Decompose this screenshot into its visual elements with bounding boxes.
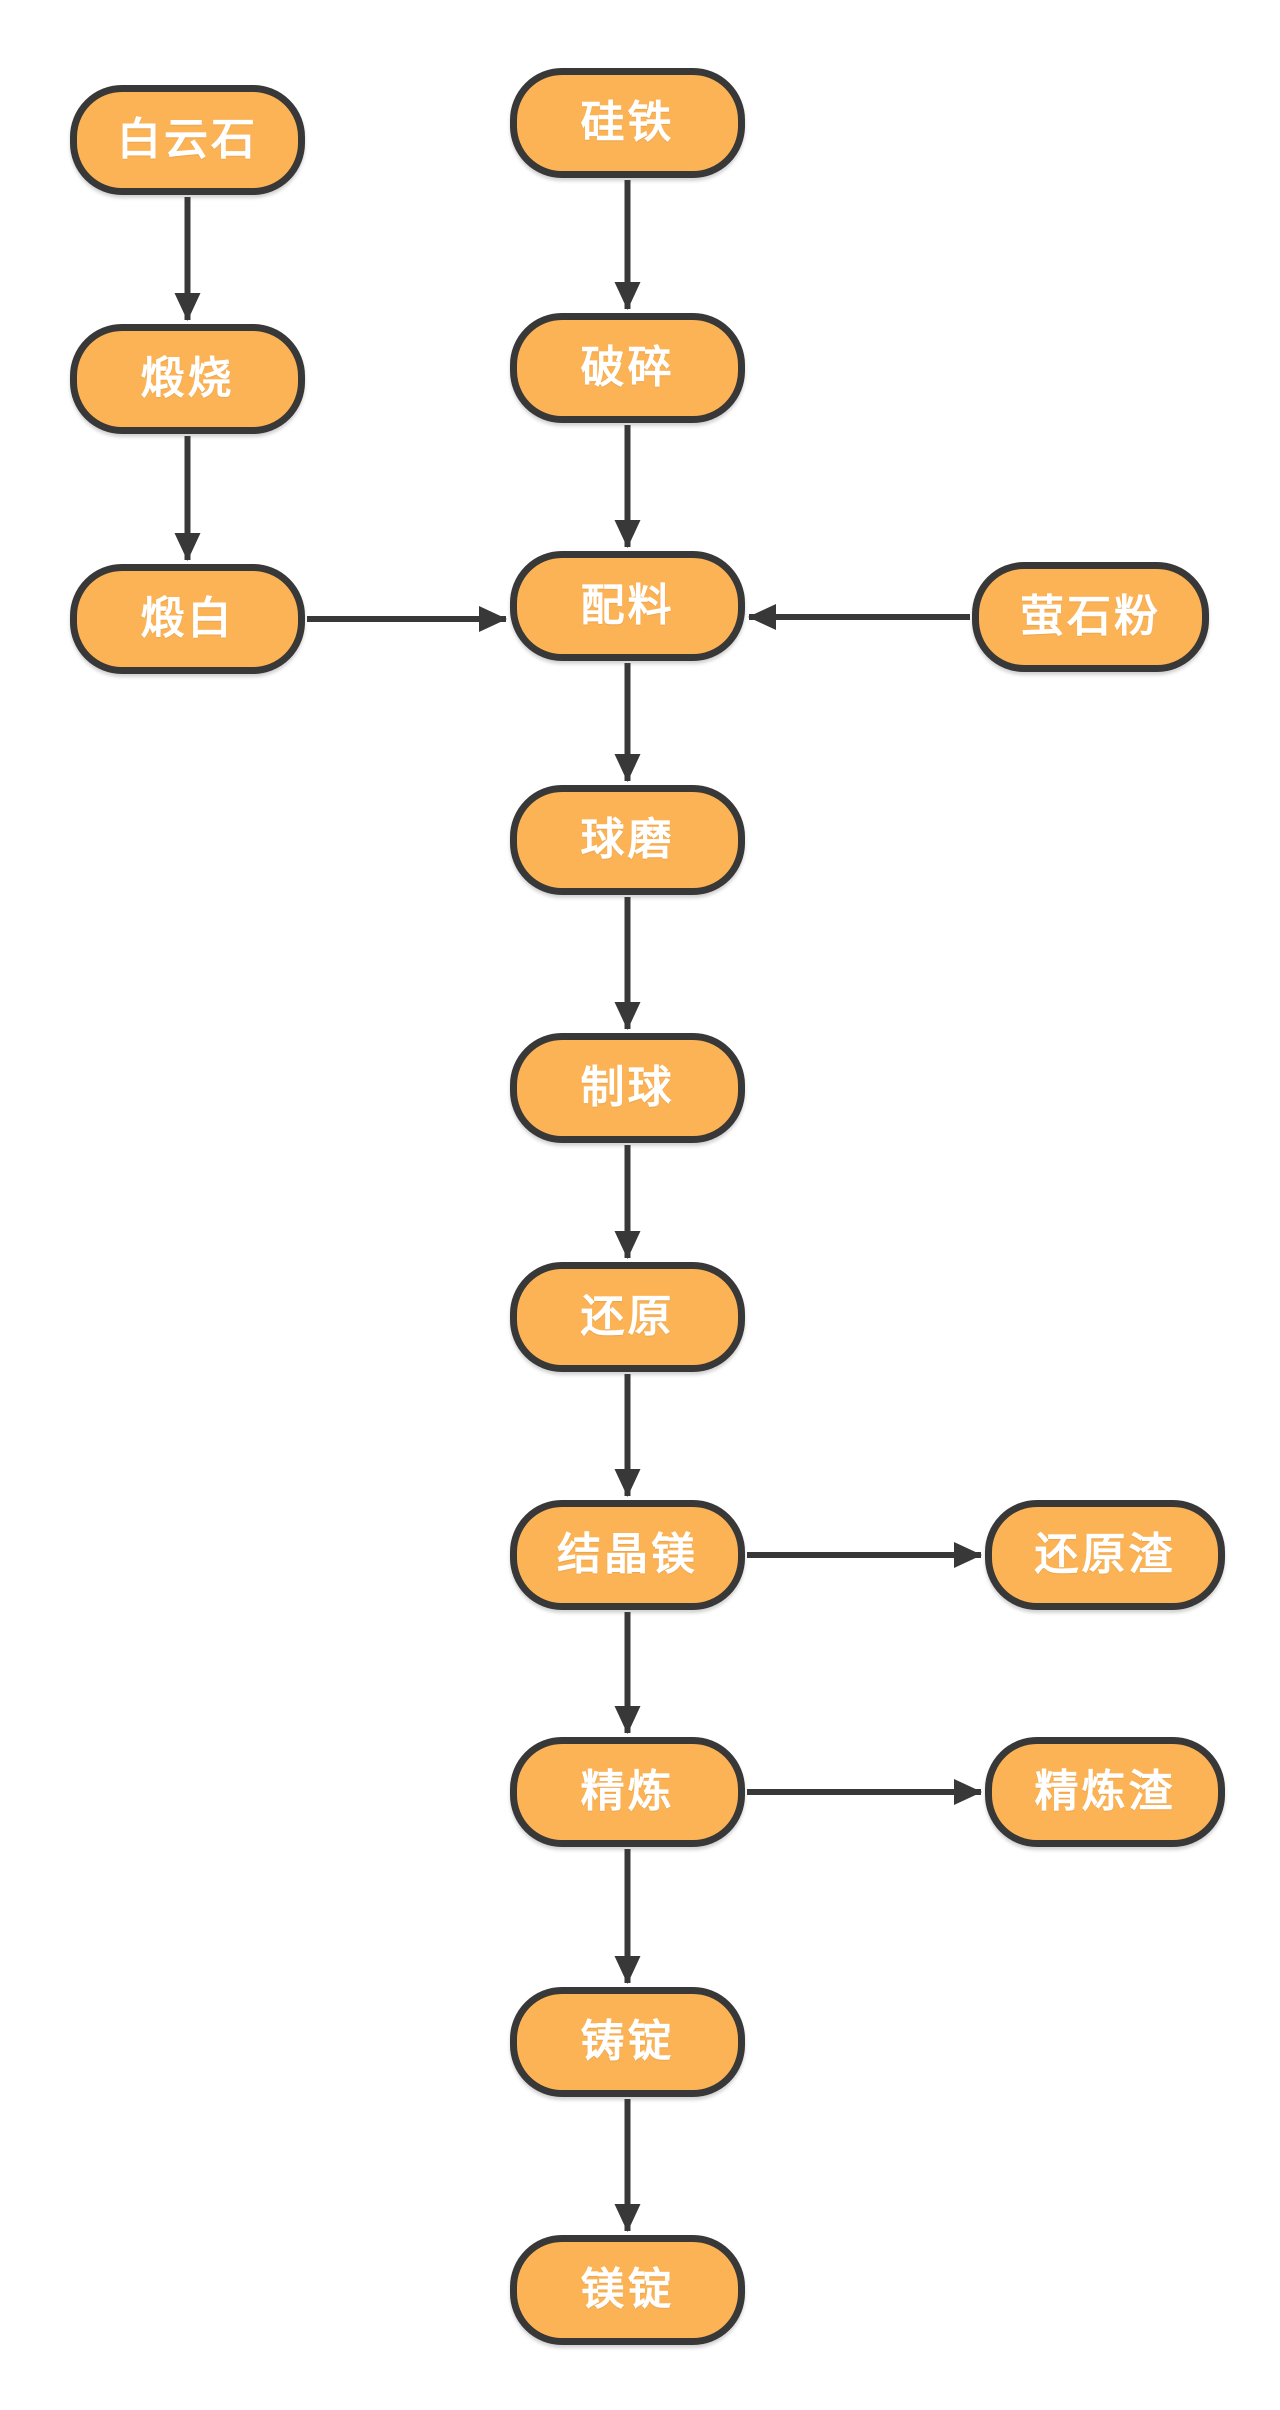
node-crystalline-magnesium[interactable]: 结晶镁 [510,1500,745,1610]
node-batching-label: 配料 [580,581,675,630]
node-refining[interactable]: 精炼 [510,1737,745,1847]
node-ball-milling[interactable]: 球磨 [510,785,745,895]
node-fluorite-powder-label: 萤石粉 [1020,592,1161,641]
node-fluorite-powder[interactable]: 萤石粉 [972,562,1209,672]
node-reduction[interactable]: 还原 [510,1262,745,1372]
node-calcination-label: 煅烧 [140,354,235,403]
node-pelletizing[interactable]: 制球 [510,1033,745,1143]
node-refining-slag[interactable]: 精炼渣 [985,1737,1225,1847]
node-reduction-label: 还原 [580,1292,675,1341]
node-refining-slag-label: 精炼渣 [1034,1767,1176,1816]
node-refining-label: 精炼 [580,1767,675,1816]
node-calcined-dolomite[interactable]: 煅白 [70,564,305,674]
node-ingot-casting-label: 铸锭 [580,2017,675,2066]
node-crushing-label: 破碎 [580,343,675,392]
node-magnesium-ingot[interactable]: 镁锭 [510,2235,745,2345]
node-calcination[interactable]: 煅烧 [70,324,305,434]
node-reduction-slag[interactable]: 还原渣 [985,1500,1225,1610]
node-calcined-dolomite-label: 煅白 [140,594,235,643]
node-ferrosilicon[interactable]: 硅铁 [510,68,745,178]
node-crystalline-magnesium-label: 结晶镁 [557,1530,698,1579]
node-dolomite[interactable]: 白云石 [70,85,305,195]
node-crushing[interactable]: 破碎 [510,313,745,423]
node-dolomite-label: 白云石 [117,115,258,164]
node-pelletizing-label: 制球 [580,1063,675,1112]
node-reduction-slag-label: 还原渣 [1034,1530,1176,1579]
node-batching[interactable]: 配料 [510,551,745,661]
node-ingot-casting[interactable]: 铸锭 [510,1987,745,2097]
node-magnesium-ingot-label: 镁锭 [580,2265,675,2314]
node-ball-milling-label: 球磨 [580,815,675,864]
node-ferrosilicon-label: 硅铁 [580,98,675,147]
